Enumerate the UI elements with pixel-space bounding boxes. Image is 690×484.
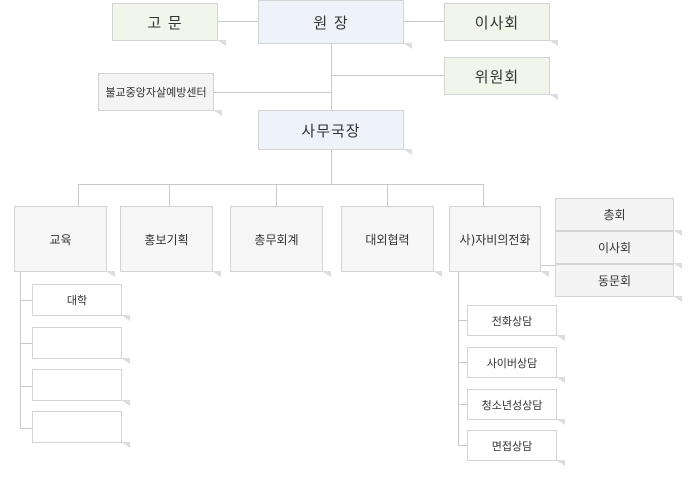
connector bbox=[331, 150, 332, 184]
connector bbox=[20, 386, 32, 387]
secretariat-label: 사무국장 bbox=[301, 121, 361, 140]
dept-jabi-phone-label: 사)자비의전화 bbox=[459, 232, 531, 247]
connector bbox=[276, 184, 277, 206]
board-box: 이사회 bbox=[444, 3, 558, 46]
connector bbox=[331, 44, 332, 110]
jabi-side-label: 이사회 bbox=[597, 241, 632, 255]
jabi-sub-cyber-counseling: 사이버상담 bbox=[467, 347, 565, 383]
connector bbox=[78, 184, 79, 206]
jabi-side-label: 동문회 bbox=[597, 274, 632, 288]
jabi-general-assembly: 총회 bbox=[555, 198, 682, 236]
dept-education-label: 교육 bbox=[49, 232, 72, 247]
connector bbox=[387, 184, 388, 206]
secretariat-box: 사무국장 bbox=[258, 110, 412, 155]
connector bbox=[458, 404, 467, 405]
suicide-prevention-center-label: 불교중앙자살예방센터 bbox=[105, 86, 207, 99]
jabi-board: 이사회 bbox=[555, 231, 682, 269]
dept-pr-planning: 홍보기획 bbox=[120, 206, 221, 277]
jabi-sub-phone-counseling: 전화상담 bbox=[467, 305, 565, 341]
connector bbox=[169, 184, 170, 206]
jabi-sub-label: 전화상담 bbox=[491, 314, 533, 328]
connector bbox=[458, 272, 459, 445]
connector bbox=[20, 428, 32, 429]
jabi-sub-label: 면접상담 bbox=[491, 439, 533, 453]
connector bbox=[404, 21, 444, 22]
dept-general-accounting: 총무회계 bbox=[230, 206, 331, 277]
connector bbox=[20, 272, 21, 428]
connector bbox=[20, 343, 32, 344]
education-sub-empty bbox=[32, 369, 130, 406]
connector bbox=[483, 184, 484, 206]
dept-pr-planning-label: 홍보기획 bbox=[144, 232, 189, 247]
committee-label: 위원회 bbox=[474, 67, 520, 86]
connector bbox=[218, 21, 258, 22]
dept-external-cooperation: 대외협력 bbox=[341, 206, 442, 277]
advisor-label: 고 문 bbox=[147, 13, 183, 32]
connector bbox=[458, 362, 467, 363]
jabi-sub-interview-counseling: 면접상담 bbox=[467, 430, 565, 466]
education-sub-empty bbox=[32, 327, 130, 364]
jabi-sub-youth-sex-counseling: 청소년성상담 bbox=[467, 389, 565, 425]
jabi-alumni: 동문회 bbox=[555, 264, 682, 302]
director-label: 원 장 bbox=[313, 13, 349, 32]
connector bbox=[331, 75, 444, 76]
connector bbox=[541, 265, 555, 266]
education-sub-label: 대학 bbox=[66, 294, 88, 307]
director-box: 원 장 bbox=[258, 0, 412, 49]
dept-general-accounting-label: 총무회계 bbox=[254, 232, 299, 247]
suicide-prevention-center-box: 불교중앙자살예방센터 bbox=[98, 73, 222, 116]
connector bbox=[458, 320, 467, 321]
committee-box: 위원회 bbox=[444, 57, 558, 100]
jabi-sub-label: 사이버상담 bbox=[486, 356, 538, 370]
dept-education: 교육 bbox=[14, 206, 115, 277]
dept-jabi-phone: 사)자비의전화 bbox=[449, 206, 549, 277]
education-sub-empty bbox=[32, 411, 130, 448]
dept-external-cooperation-label: 대외협력 bbox=[365, 232, 410, 247]
connector bbox=[20, 300, 32, 301]
jabi-side-label: 총회 bbox=[603, 208, 626, 222]
connector bbox=[214, 92, 331, 93]
jabi-sub-label: 청소년성상담 bbox=[481, 398, 543, 412]
connector bbox=[78, 184, 484, 185]
education-sub-university: 대학 bbox=[32, 284, 130, 321]
advisor-box: 고 문 bbox=[112, 3, 226, 46]
connector bbox=[458, 445, 467, 446]
board-label: 이사회 bbox=[474, 13, 520, 32]
